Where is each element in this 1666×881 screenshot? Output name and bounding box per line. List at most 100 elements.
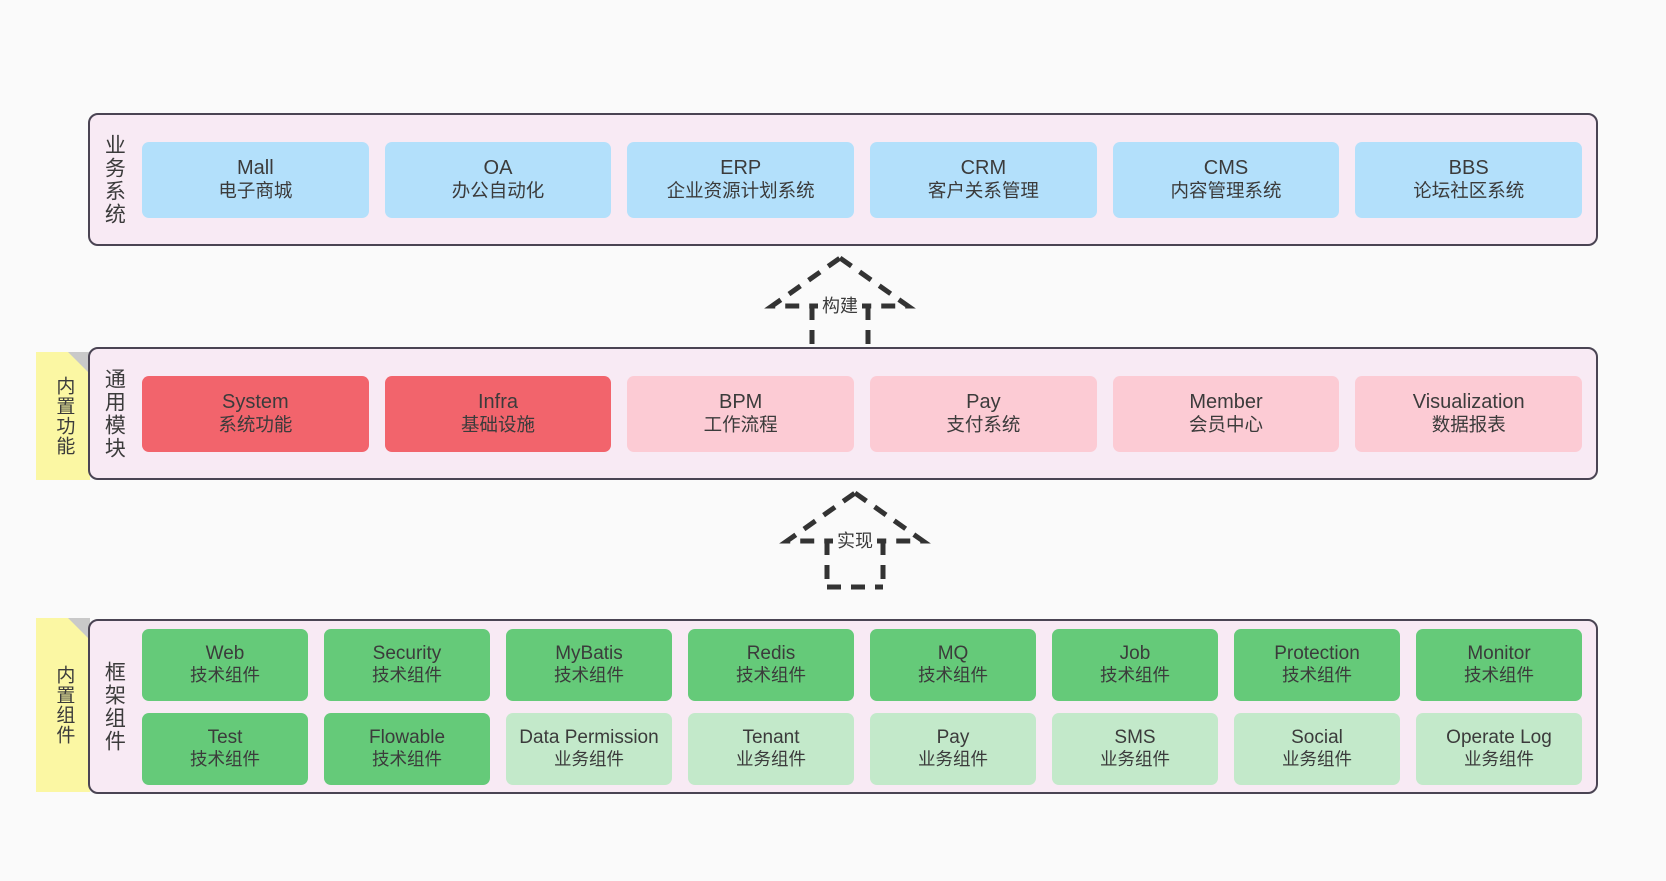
- card-web-cn: 技术组件: [190, 665, 260, 686]
- layer-framework-components-label: 框架组件: [102, 660, 126, 753]
- card-security-en: Security: [372, 643, 442, 665]
- card-cms-en: CMS: [1203, 157, 1249, 180]
- sticky-note-builtin-components: 内置组件: [36, 618, 90, 792]
- card-erp[interactable]: ERP 企业资源计划系统: [627, 141, 855, 218]
- card-system[interactable]: System 系统功能: [142, 375, 369, 452]
- card-job-cn: 技术组件: [1100, 665, 1170, 686]
- card-operate-log-cn: 业务组件: [1464, 749, 1534, 770]
- card-pay-component[interactable]: Pay 业务组件: [870, 712, 1036, 785]
- layer-business-systems-body: Mall 电子商城 OA 办公自动化 ERP 企业资源计划系统 CRM 客户关系…: [136, 115, 1596, 244]
- layer-common-modules-label: 通用模块: [102, 367, 126, 460]
- layer-framework-components: 框架组件 Web 技术组件 Security 技术组件 MyBatis 技术组件…: [88, 619, 1598, 794]
- card-visualization-cn: 数据报表: [1431, 414, 1506, 436]
- card-bpm[interactable]: BPM 工作流程: [627, 375, 855, 452]
- card-operate-log[interactable]: Operate Log 业务组件: [1416, 712, 1582, 785]
- card-mall[interactable]: Mall 电子商城: [142, 141, 369, 218]
- layer-common-modules: 通用模块 System 系统功能 Infra 基础设施 BPM 工作流程 Pay…: [88, 347, 1598, 480]
- card-data-permission-en: Data Permission: [519, 727, 659, 749]
- card-monitor[interactable]: Monitor 技术组件: [1416, 628, 1582, 701]
- card-cms-cn: 内容管理系统: [1170, 180, 1282, 202]
- connector-implement: 实现: [775, 487, 935, 592]
- card-bbs-en: BBS: [1448, 157, 1489, 180]
- card-infra[interactable]: Infra 基础设施: [384, 375, 612, 452]
- card-cms[interactable]: CMS 内容管理系统: [1112, 141, 1340, 218]
- card-social-en: Social: [1291, 727, 1343, 749]
- card-flowable[interactable]: Flowable 技术组件: [324, 712, 490, 785]
- card-test[interactable]: Test 技术组件: [142, 712, 308, 785]
- card-protection-cn: 技术组件: [1282, 665, 1352, 686]
- card-tenant[interactable]: Tenant 业务组件: [688, 712, 854, 785]
- card-web[interactable]: Web 技术组件: [142, 628, 308, 701]
- card-mall-cn: 电子商城: [218, 180, 293, 202]
- card-social[interactable]: Social 业务组件: [1234, 712, 1400, 785]
- card-job-en: Job: [1119, 643, 1151, 665]
- card-member-en: Member: [1189, 391, 1263, 414]
- sticky-note-builtin-components-label: 内置组件: [53, 665, 75, 745]
- layer-common-modules-body: System 系统功能 Infra 基础设施 BPM 工作流程 Pay 支付系统…: [136, 349, 1596, 478]
- business-systems-row: Mall 电子商城 OA 办公自动化 ERP 企业资源计划系统 CRM 客户关系…: [142, 141, 1583, 218]
- card-crm-en: CRM: [960, 157, 1007, 180]
- card-infra-cn: 基础设施: [461, 414, 536, 436]
- connector-implement-label: 实现: [833, 527, 877, 553]
- layer-business-systems-label: 业务系统: [102, 133, 126, 226]
- card-sms-cn: 业务组件: [1100, 749, 1170, 770]
- card-pay-module-en: Pay: [966, 391, 1001, 414]
- card-mybatis-en: MyBatis: [555, 643, 623, 665]
- card-tenant-en: Tenant: [742, 727, 800, 749]
- card-test-en: Test: [207, 727, 243, 749]
- arrow-shaft: [824, 541, 886, 590]
- card-sms[interactable]: SMS 业务组件: [1052, 712, 1218, 785]
- card-crm-cn: 客户关系管理: [927, 180, 1039, 202]
- card-monitor-en: Monitor: [1467, 643, 1531, 665]
- card-bbs[interactable]: BBS 论坛社区系统: [1355, 141, 1583, 218]
- card-pay-module-cn: 支付系统: [946, 414, 1021, 436]
- card-oa-cn: 办公自动化: [451, 180, 545, 202]
- common-modules-row: System 系统功能 Infra 基础设施 BPM 工作流程 Pay 支付系统…: [142, 375, 1583, 452]
- card-redis[interactable]: Redis 技术组件: [688, 628, 854, 701]
- card-security-cn: 技术组件: [372, 665, 442, 686]
- card-bbs-cn: 论坛社区系统: [1413, 180, 1525, 202]
- card-crm[interactable]: CRM 客户关系管理: [870, 141, 1097, 218]
- card-erp-cn: 企业资源计划系统: [666, 180, 815, 202]
- card-pay-component-cn: 业务组件: [918, 749, 988, 770]
- card-visualization[interactable]: Visualization 数据报表: [1355, 375, 1583, 452]
- framework-biz-row: Test 技术组件 Flowable 技术组件 Data Permission …: [142, 712, 1582, 785]
- card-erp-en: ERP: [720, 157, 762, 180]
- card-sms-en: SMS: [1114, 727, 1156, 749]
- card-test-cn: 技术组件: [190, 749, 260, 770]
- card-protection-en: Protection: [1274, 643, 1360, 665]
- card-data-permission[interactable]: Data Permission 业务组件: [506, 712, 672, 785]
- card-member[interactable]: Member 会员中心: [1112, 375, 1340, 452]
- card-pay-module[interactable]: Pay 支付系统: [870, 375, 1097, 452]
- card-social-cn: 业务组件: [1282, 749, 1352, 770]
- card-flowable-cn: 技术组件: [372, 749, 442, 770]
- layer-framework-components-body: Web 技术组件 Security 技术组件 MyBatis 技术组件 Redi…: [136, 621, 1596, 792]
- card-visualization-en: Visualization: [1412, 391, 1525, 414]
- sticky-fold-icon: [68, 352, 90, 374]
- sticky-fold-icon: [68, 618, 90, 640]
- card-oa-en: OA: [483, 157, 513, 180]
- card-web-en: Web: [205, 643, 245, 665]
- card-mq-en: MQ: [937, 643, 969, 665]
- card-mq[interactable]: MQ 技术组件: [870, 628, 1036, 701]
- card-mall-en: Mall: [237, 157, 274, 180]
- card-mybatis-cn: 技术组件: [554, 665, 624, 686]
- card-security[interactable]: Security 技术组件: [324, 628, 490, 701]
- card-system-en: System: [221, 391, 289, 414]
- card-infra-en: Infra: [477, 391, 519, 414]
- card-bpm-en: BPM: [719, 391, 763, 414]
- sticky-note-builtin-features-label: 内置功能: [53, 376, 75, 456]
- card-data-permission-cn: 业务组件: [554, 749, 624, 770]
- card-job[interactable]: Job 技术组件: [1052, 628, 1218, 701]
- card-oa[interactable]: OA 办公自动化: [384, 141, 612, 218]
- card-bpm-cn: 工作流程: [703, 414, 778, 436]
- card-protection[interactable]: Protection 技术组件: [1234, 628, 1400, 701]
- card-operate-log-en: Operate Log: [1446, 727, 1552, 749]
- card-mybatis[interactable]: MyBatis 技术组件: [506, 628, 672, 701]
- card-mq-cn: 技术组件: [918, 665, 988, 686]
- card-pay-component-en: Pay: [936, 727, 970, 749]
- card-flowable-en: Flowable: [368, 727, 446, 749]
- card-redis-en: Redis: [746, 643, 796, 665]
- connector-build: 构建: [760, 252, 920, 357]
